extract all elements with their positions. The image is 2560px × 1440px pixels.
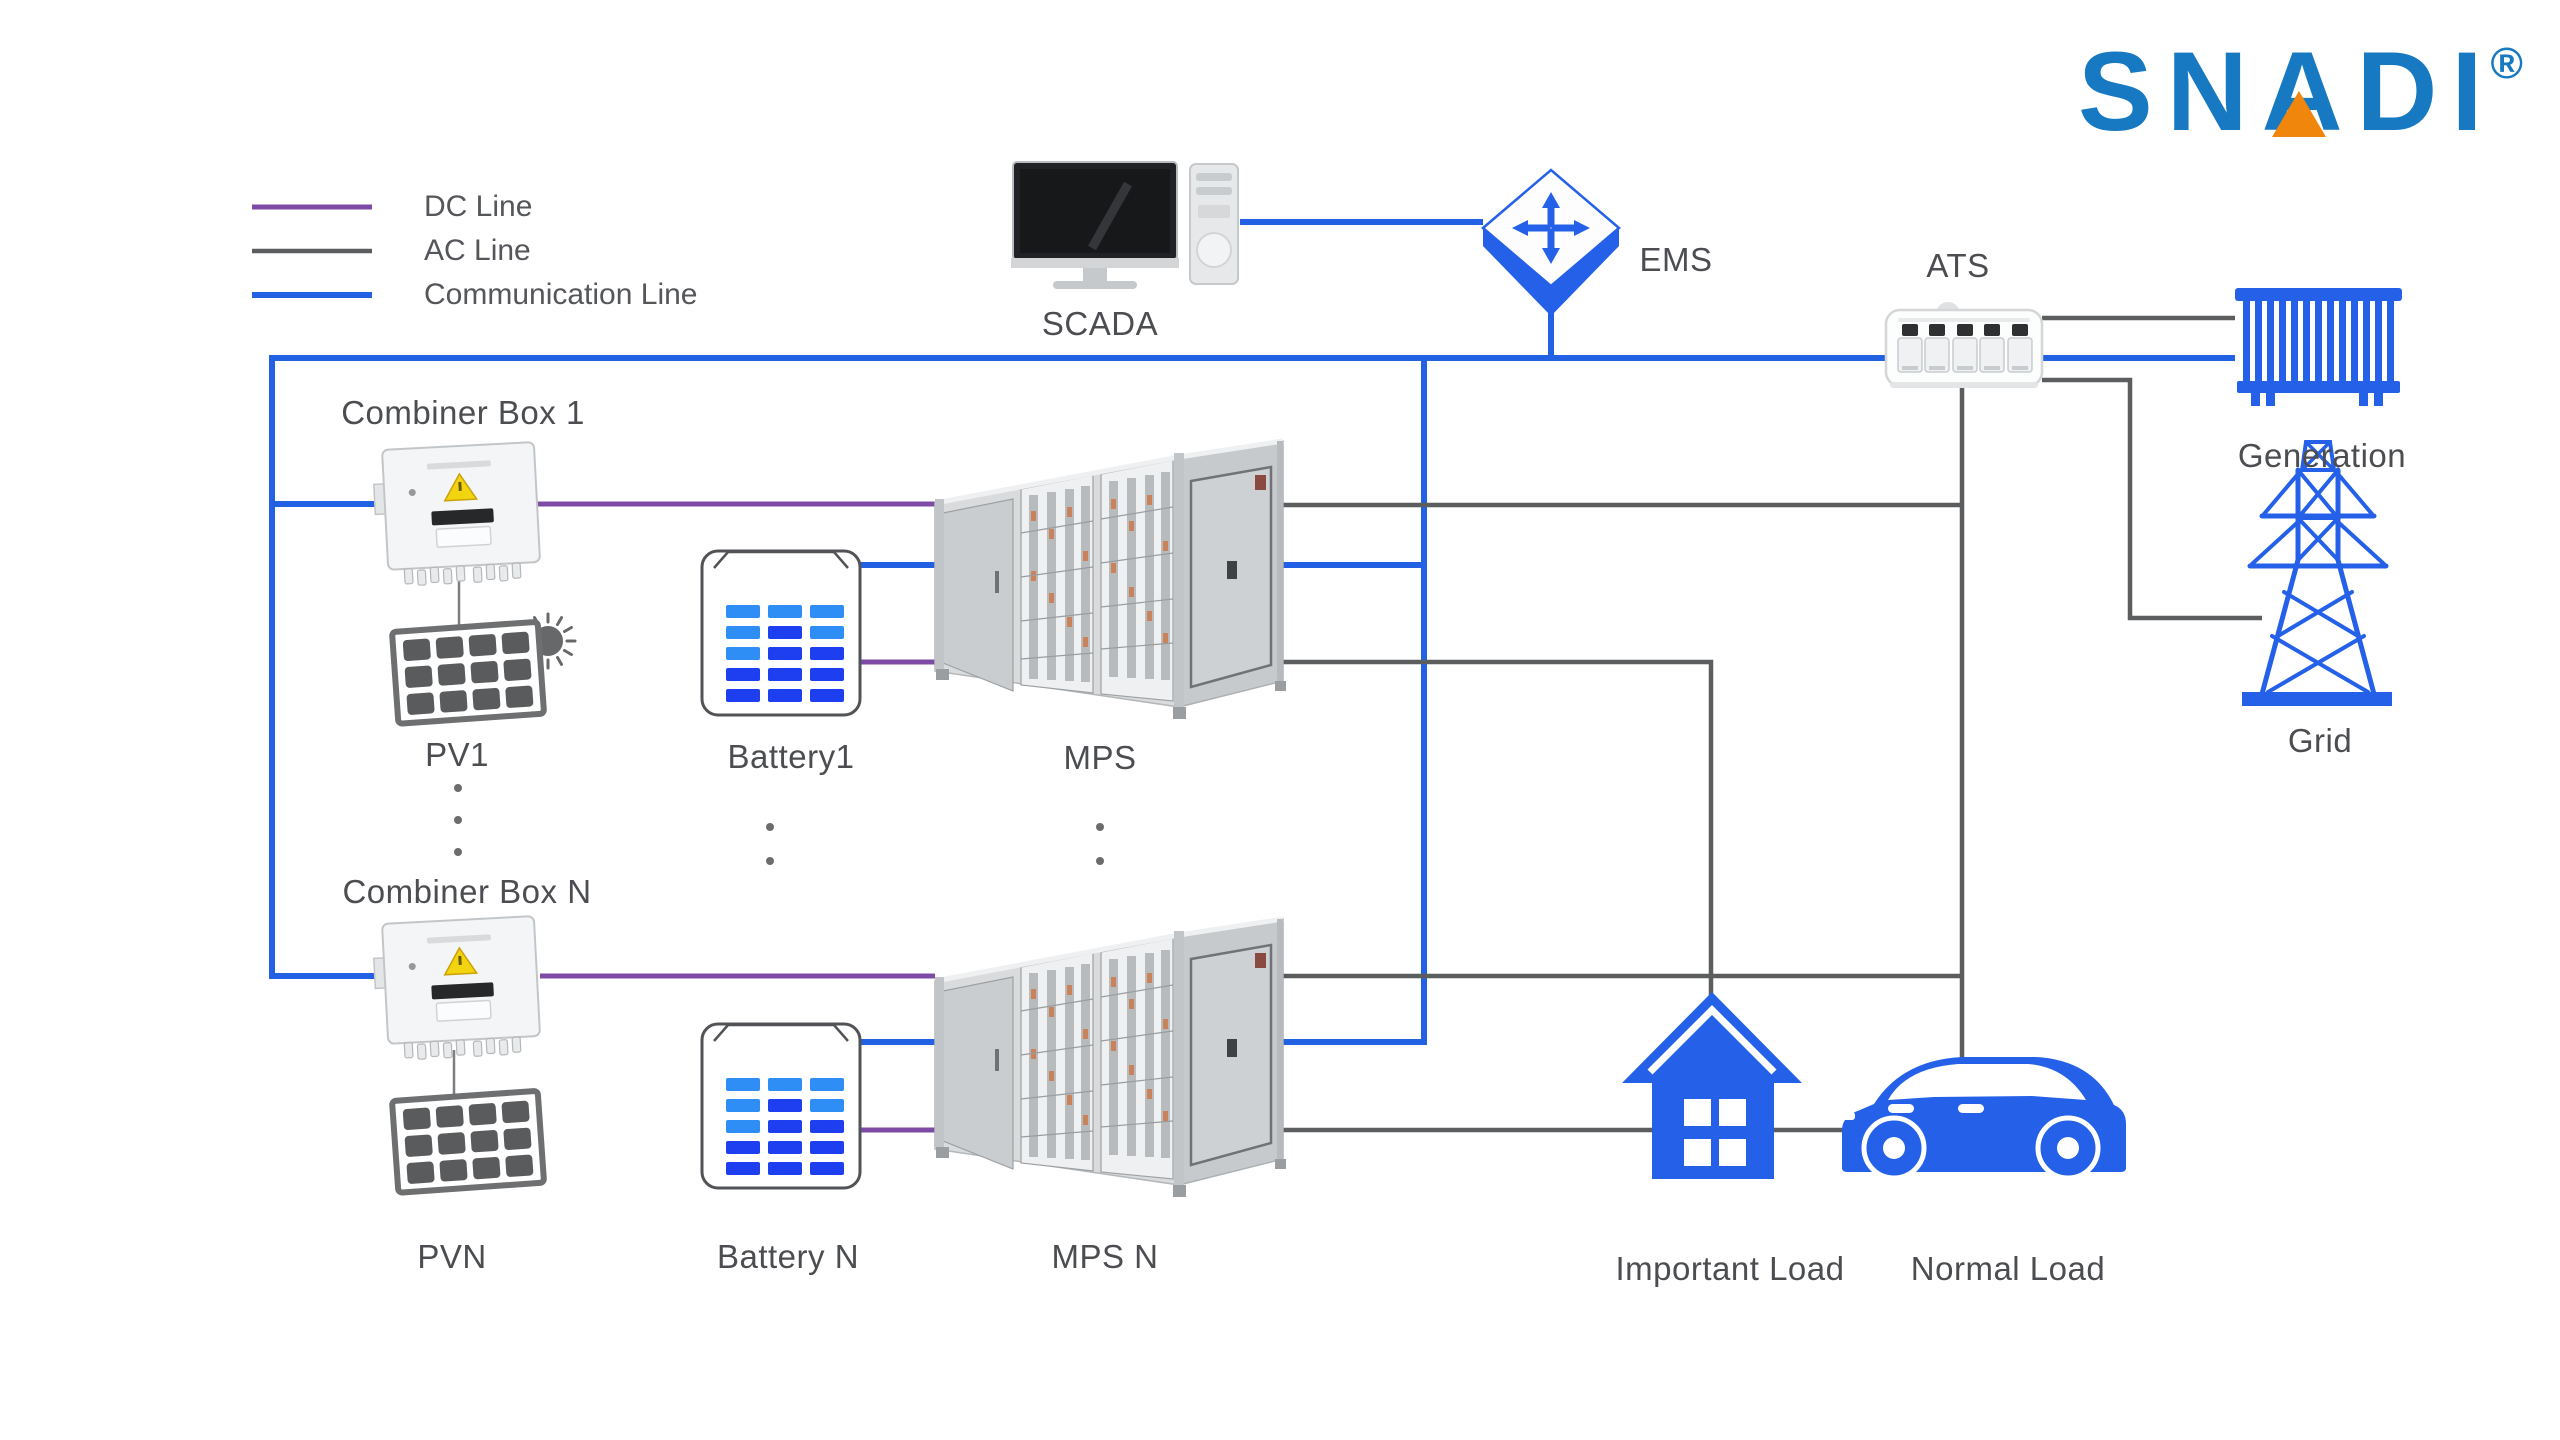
ats-device-icon — [1884, 302, 2044, 388]
ac-ats-grid — [2042, 377, 2262, 621]
pvn-label: PVN — [417, 1238, 487, 1275]
car-icon — [1842, 1057, 2126, 1181]
comm-main-bus — [269, 355, 2235, 979]
mps-1-label: MPS — [1063, 739, 1137, 776]
house-icon — [1622, 992, 1802, 1179]
battery-1-icon — [700, 549, 862, 717]
grid-label: Grid — [2287, 722, 2353, 759]
combiner-box-1-label: Combiner Box 1 — [341, 394, 585, 431]
pv1-label: PV1 — [425, 736, 489, 773]
legend-ac-label: AC Line — [424, 234, 531, 267]
legend-swatches — [252, 204, 372, 298]
ac-lines — [452, 315, 2262, 1133]
ats-label: ATS — [1926, 247, 1990, 284]
combiner-box-n-label: Combiner Box N — [342, 873, 592, 910]
ac-mps1-house — [1283, 659, 1714, 1000]
legend-dc-label: DC Line — [424, 190, 533, 223]
combiner-box-n-icon — [371, 915, 542, 1063]
pvn-panel-icon — [392, 1091, 544, 1193]
mps-n-container-icon — [935, 919, 1286, 1197]
battery-n-label: Battery N — [716, 1238, 860, 1275]
normal-load-label: Normal Load — [1910, 1250, 2106, 1287]
mps-1-container-icon — [935, 441, 1286, 719]
generation-icon — [2235, 288, 2402, 406]
combiner-box-1-icon — [371, 441, 542, 589]
logo-orange-triangle-icon — [2272, 91, 2326, 137]
comm-vertical-drop — [1283, 358, 1427, 1045]
grid-tower-icon — [2242, 440, 2392, 706]
scada-computer-icon — [1011, 161, 1239, 289]
communication-lines — [269, 219, 2235, 1045]
mps-n-label: MPS N — [1051, 1238, 1159, 1275]
battery-1-label: Battery1 — [727, 738, 855, 775]
repeat-ellipsis-dots — [454, 784, 1104, 865]
ems-switch-icon — [1481, 168, 1621, 316]
pv1-panel-icon — [392, 622, 544, 724]
registered-trademark-icon: ® — [2490, 39, 2523, 88]
scada-label: SCADA — [1041, 305, 1159, 342]
dc-lines — [535, 501, 935, 1133]
ems-label: EMS — [1639, 241, 1713, 278]
important-load-label: Important Load — [1615, 1250, 1845, 1287]
battery-n-icon — [700, 1022, 862, 1190]
legend-comm-label: Communication Line — [424, 278, 698, 311]
generation-label: Generation — [2237, 437, 2407, 474]
brand-logo: SNADI ® — [2078, 36, 2523, 148]
